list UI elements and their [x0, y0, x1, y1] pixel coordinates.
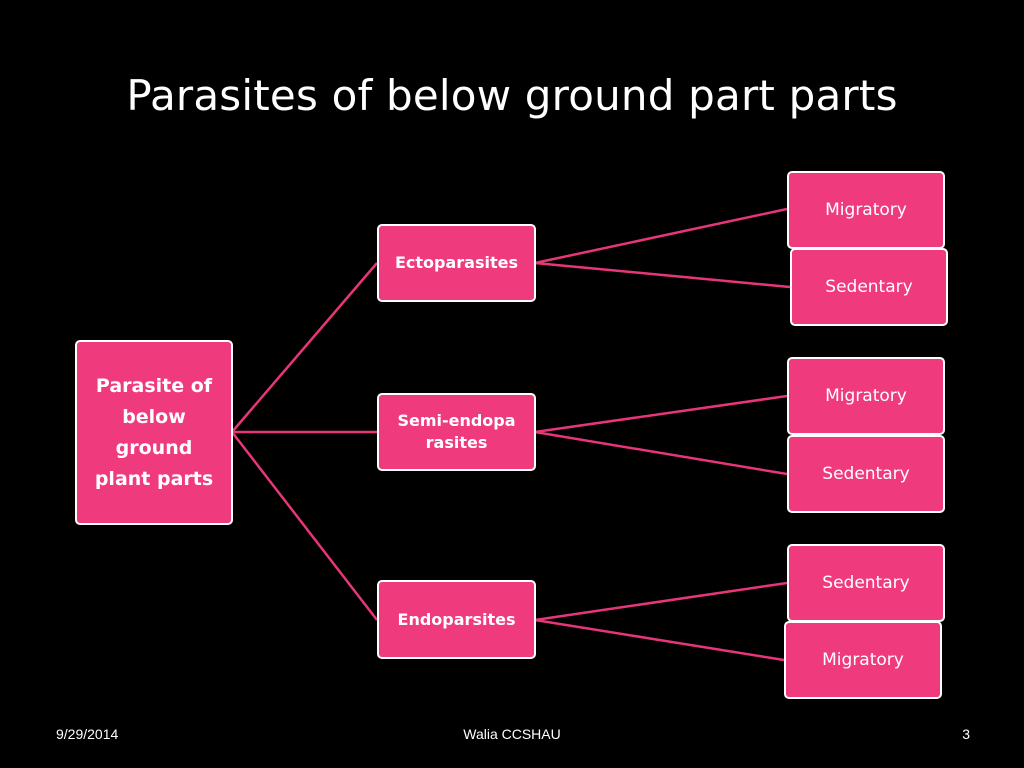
- node-semi-migratory: Migratory: [787, 357, 945, 435]
- node-ecto-sedentary: Sedentary: [790, 248, 948, 326]
- node-semi-sedentary: Sedentary: [787, 435, 945, 513]
- connector-endo-sedentary: [534, 581, 788, 622]
- connector-root-endoparasites: [231, 431, 378, 621]
- footer-page-number: 3: [962, 726, 970, 742]
- node-endo-migratory: Migratory: [784, 621, 942, 699]
- node-ecto-sedentary-label: Sedentary: [825, 277, 913, 297]
- node-endo-migratory-label: Migratory: [822, 650, 904, 670]
- node-root-label: Parasite of below ground plant parts: [94, 374, 214, 490]
- slide-title: Parasites of below ground part parts: [126, 71, 898, 120]
- node-root: Parasite of below ground plant parts: [75, 340, 233, 525]
- connector-root-ectoparasites: [231, 262, 378, 433]
- node-endo-sedentary-label: Sedentary: [822, 573, 910, 593]
- node-semi-migratory-label: Migratory: [825, 386, 907, 406]
- node-ecto-migratory: Migratory: [787, 171, 945, 249]
- connector-semi-sedentary: [534, 430, 788, 476]
- connector-ecto-sedentary: [534, 261, 791, 289]
- connector-semi-migratory: [534, 394, 788, 434]
- node-ectoparasites-label: Ectoparasites: [394, 253, 519, 272]
- node-endoparasites-label: Endoparsites: [397, 609, 516, 629]
- footer-author: Walia CCSHAU: [463, 726, 561, 742]
- node-ecto-migratory-label: Migratory: [825, 200, 907, 220]
- node-semi-sedentary-label: Sedentary: [822, 464, 910, 484]
- connector-ecto-migratory: [534, 207, 788, 265]
- connector-endo-migratory: [534, 618, 785, 662]
- node-semi-endoparasites: Semi-endoparasites: [377, 393, 536, 471]
- footer-date: 9/29/2014: [56, 726, 119, 742]
- node-semi-endoparasites-label: Semi-endoparasites: [397, 411, 516, 452]
- node-endo-sedentary: Sedentary: [787, 544, 945, 622]
- node-ectoparasites: Ectoparasites: [377, 224, 536, 302]
- node-endoparasites: Endoparsites: [377, 580, 536, 659]
